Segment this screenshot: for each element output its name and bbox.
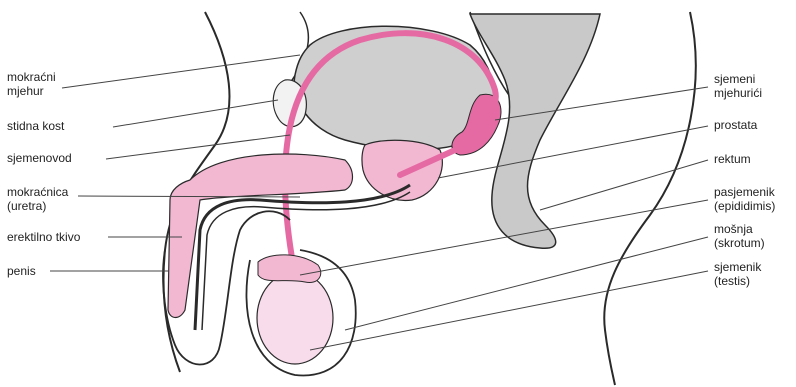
leader-line-urethra: [78, 196, 300, 197]
label-bladder: mokraćni mjehur: [7, 70, 56, 98]
testis-shape: [257, 272, 333, 364]
leader-line-pubic-bone: [113, 100, 278, 127]
leader-line-testis: [310, 271, 708, 350]
leader-line-rectum: [540, 160, 708, 210]
body-outline-back: [604, 12, 695, 385]
leader-line-bladder: [62, 55, 300, 88]
label-urethra: mokraćnica (uretra): [7, 185, 68, 213]
label-prostate: prostata: [714, 118, 757, 132]
prostate-shape: [362, 140, 442, 200]
label-testis: sjemenik (testis): [714, 260, 761, 288]
epididymis-shape: [258, 255, 321, 283]
label-erectile-tissue: erektilno tkivo: [7, 230, 80, 244]
label-epididymis: pasjemenik (epididimis): [714, 185, 775, 213]
label-penis: penis: [7, 264, 36, 278]
leader-line-scrotum: [345, 237, 708, 330]
label-pubic-bone: stidna kost: [7, 119, 64, 133]
label-vas-deferens: sjemenovod: [7, 151, 72, 165]
label-rectum: rektum: [714, 152, 751, 166]
label-seminal-vesicles: sjemeni mjehurići: [714, 72, 762, 100]
label-scrotum: mošnja (skrotum): [714, 222, 765, 250]
